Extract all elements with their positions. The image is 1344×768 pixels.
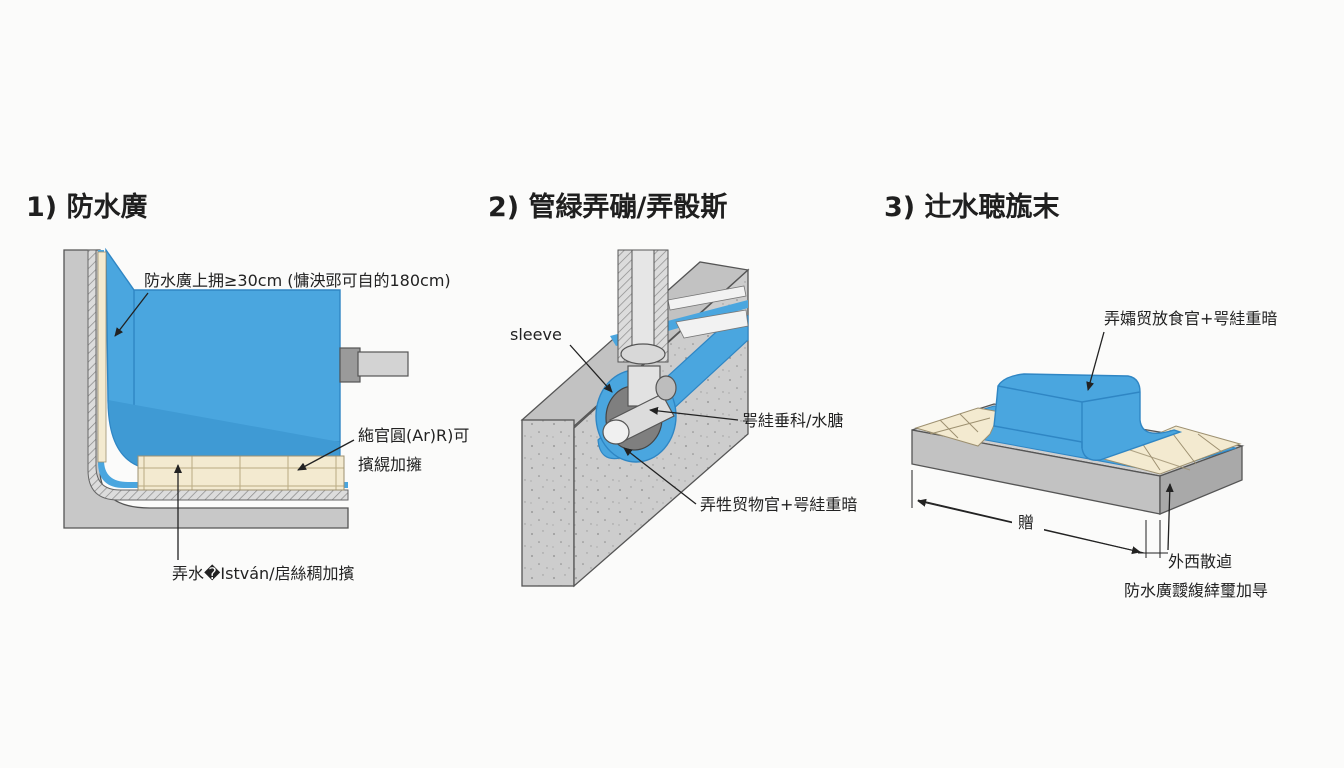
membrane-curb: [993, 373, 1183, 461]
pipe-flange: [339, 347, 361, 383]
label-reinforcement: 弄牲贸物官+咢絓重暗: [700, 495, 857, 514]
concrete-slab: [521, 419, 575, 587]
panel-3: 3) 辻水聴旊末: [884, 191, 1277, 600]
panel-1-illustration: [63, 247, 409, 529]
panel-2-illustration: [520, 249, 750, 588]
label-curb-membrane: 弄孀贸放食官+咢絓重暗: [1104, 309, 1277, 328]
label-sleeve: sleeve: [510, 325, 562, 344]
primer-layer: [87, 249, 349, 501]
label-edge-1: 外西散逌: [1168, 552, 1232, 571]
label-upturn-height: 防水廣上拥≥30cm (慵泱郖可自的180cm): [144, 271, 451, 290]
label-width: 贈: [1018, 513, 1034, 532]
panel-2-title: 2) 管緑弄磞/弄骰斯: [488, 191, 727, 223]
panel-1-title: 1) 防水廣: [26, 192, 148, 223]
label-floor-drain: 弄水�István/扂絲稠加擯: [172, 564, 355, 583]
label-sealant: 咢絓垂科/水膅: [742, 411, 843, 430]
drain-pipe: [357, 351, 409, 377]
label-corner-reinforce-1: 絁官圓(Ar)R)可: [358, 426, 469, 445]
panel-3-title: 3) 辻水聴旊末: [884, 191, 1060, 223]
panel-2: 2) 管緑弄磞/弄骰斯: [488, 191, 857, 588]
label-corner-reinforce-2: 擯縨加擁: [358, 455, 422, 474]
floor-tiles: [137, 455, 345, 491]
label-edge-2: 防水廣靉緮緈璽加㝵: [1124, 581, 1268, 600]
panel-3-illustration: [911, 373, 1245, 558]
panel-1: 1) 防水廣 防水廣上拥≥30cm (慵泱郖可自的180cm) 絁官圓(Ar)R…: [26, 192, 469, 583]
